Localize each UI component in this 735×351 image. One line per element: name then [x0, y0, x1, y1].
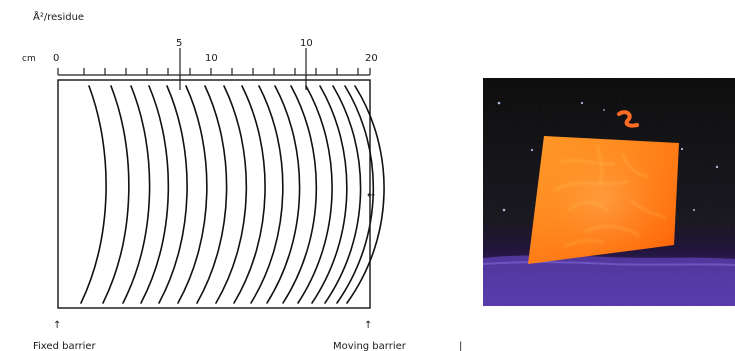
moving-barrier-label: Moving barrier [333, 341, 407, 351]
right-arrow: ← [367, 190, 375, 201]
scale-ticks [57, 68, 371, 75]
trough-curve [266, 85, 301, 304]
fixed-barrier-arrow: ↑ [53, 320, 61, 331]
trough-curve [336, 85, 375, 304]
fluorescent-film-photo [483, 78, 735, 306]
trough-curve [324, 85, 362, 304]
trough-curve [102, 85, 130, 304]
trough-curve [196, 85, 228, 304]
photo-svg [483, 78, 735, 306]
trough-curve [215, 85, 248, 304]
top-tick-label-5: 5 [176, 38, 182, 49]
top-tick-label-10: 10 [300, 38, 313, 49]
moving-barrier-arrow: ↑ [364, 320, 372, 331]
trough-curve [346, 85, 385, 304]
trough-curve [177, 85, 208, 304]
trough-outline [57, 79, 371, 309]
trough-curve [282, 85, 318, 304]
trough-curve [158, 85, 188, 304]
film-scratches [554, 144, 667, 247]
isotherm-curves [80, 85, 385, 304]
vertical-bar-text: | [459, 341, 462, 351]
bottom-tick-label-20: 20 [365, 53, 378, 64]
x-unit-label: cm [22, 54, 36, 64]
pen-mark [617, 110, 639, 128]
trough-curve [80, 85, 107, 304]
photo-specks [497, 101, 719, 212]
trough-curve [311, 85, 348, 304]
liquid-reflection [483, 261, 735, 266]
bottom-tick-label-10: 10 [205, 53, 218, 64]
trough-curve [140, 85, 170, 304]
y-unit-label: Å²/residue [33, 10, 84, 23]
trough-curve [122, 85, 151, 304]
fixed-barrier-label: Fixed barrier [33, 341, 97, 351]
film-glow [528, 136, 679, 264]
bottom-tick-label-0: 0 [53, 53, 59, 64]
trough-curve [250, 85, 284, 304]
trough-curve [297, 85, 333, 304]
trough-curve [233, 85, 266, 304]
liquid-surface [483, 255, 735, 306]
